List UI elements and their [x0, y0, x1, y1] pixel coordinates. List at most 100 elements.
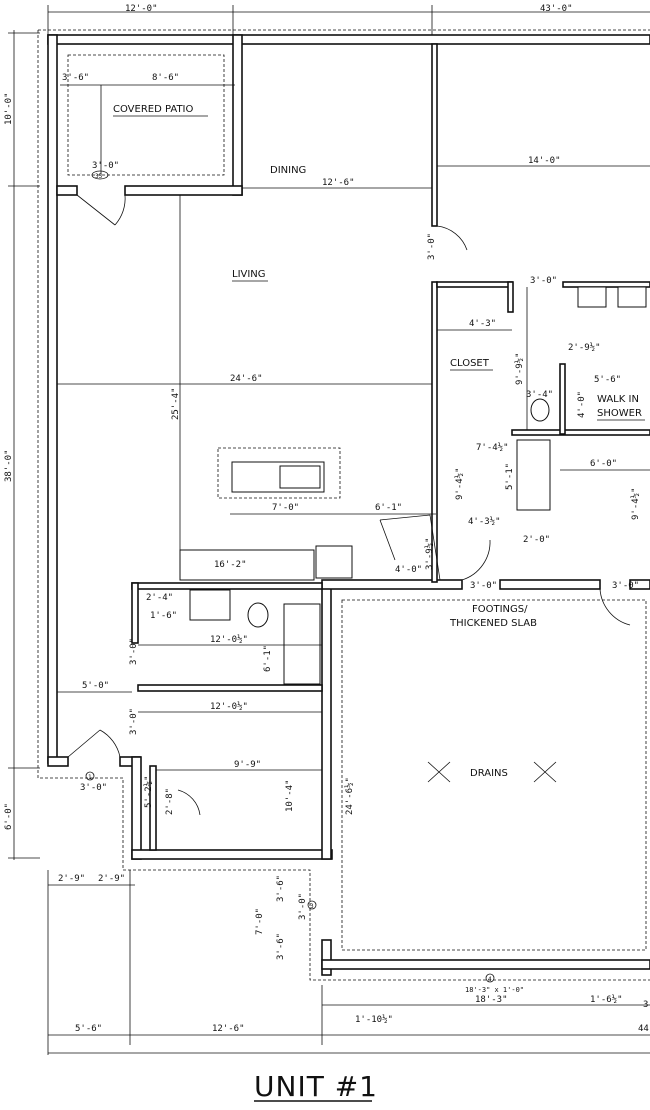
dim-bed2-h: 10'-4"	[285, 779, 295, 812]
dim-bath-a: 2'-9½"	[568, 342, 601, 353]
dim-bot-a: 2'-9"	[58, 874, 85, 884]
plan-title: UNIT #1	[254, 1070, 378, 1103]
dim-bottom-left: 5'-6"	[75, 1024, 102, 1034]
dim-left-mid: 38'-0"	[4, 449, 14, 482]
dim-bot-g: 1'-6½"	[590, 994, 623, 1005]
dim-left-bottom: 6'-0"	[4, 803, 14, 830]
dim-dining-w: 12'-6"	[322, 178, 355, 188]
dim-edge-a: 3	[643, 1000, 648, 1010]
dim-bed-w: 12'-0½"	[210, 701, 248, 712]
dim-door-bed2: 3'-0"	[80, 783, 107, 793]
patio-door-swing	[76, 194, 126, 226]
dim-right-mid-h: 9'-4½"	[630, 487, 641, 520]
patio-outline	[67, 54, 225, 176]
dim-bot-c: 3'-6"	[276, 875, 286, 902]
room-dining: DINING	[270, 165, 306, 176]
top-dimension-line	[47, 5, 650, 40]
dim-closet-w: 4'-3"	[469, 319, 496, 329]
dim-bath2-h: 6'-1"	[263, 645, 273, 672]
dim-hall-c: 5'-1"	[505, 463, 515, 490]
dim-closet2: 5'-0"	[82, 681, 109, 691]
dim-door-closet: 3'-0"	[530, 276, 557, 286]
washer	[516, 439, 551, 511]
dim-hall-e: 2'-0"	[523, 535, 550, 545]
drain-icon-2	[533, 761, 557, 783]
dim-bed2-w: 9'-9"	[234, 760, 261, 770]
dim-header: 18'-3" x 1'-0"	[465, 986, 524, 994]
dim-patio-a: 3'-6"	[62, 73, 89, 83]
garage-slab	[341, 599, 647, 951]
bed-door-swing	[67, 729, 121, 758]
island-outline	[217, 447, 341, 499]
dim-hall-f: 3'-9½"	[424, 537, 435, 570]
dim-door-bed: 3'-0"	[129, 708, 139, 735]
dim-small-a: 5'-2½"	[143, 775, 154, 808]
dim-bot-e: 7'-0"	[255, 908, 265, 935]
dim-right-mid: 6'-0"	[590, 459, 617, 469]
dim-door-right: 3'-0"	[427, 233, 437, 260]
dim-kitchen-w: 6'-1"	[375, 503, 402, 513]
pantry-door	[379, 514, 441, 581]
exterior-walls	[47, 34, 650, 976]
dim-bot-b: 2'-9"	[98, 874, 125, 884]
dim-kitchen-run: 16'-2"	[214, 560, 247, 570]
tag-4	[485, 973, 495, 983]
tag-4-label: 4	[488, 976, 492, 983]
room-footings: FOOTINGS/	[472, 604, 528, 615]
dim-top-right: 43'-0"	[540, 4, 573, 14]
dim-patio-post: 3'-0"	[92, 161, 119, 171]
dim-bath-b: 5'-6"	[594, 375, 621, 385]
dim-right-top: 14'-0"	[528, 156, 561, 166]
island-sink	[279, 465, 321, 489]
dim-bath2-w: 12'-0½"	[210, 634, 248, 645]
left-dimension-line	[8, 30, 40, 860]
dim-bot-d: 3'-6"	[276, 933, 286, 960]
dim-hall-d: 4'-3½"	[468, 516, 501, 527]
drain-icon-1	[427, 761, 451, 783]
tag-1-label: 1	[88, 774, 92, 781]
room-covered-patio: COVERED PATIO	[113, 104, 193, 115]
door-swing-hall	[461, 539, 491, 581]
bathtub	[283, 603, 321, 685]
tag-3	[307, 900, 317, 910]
room-closet: CLOSET	[450, 358, 490, 369]
bath2-toilet	[247, 602, 269, 628]
bath2-vanity	[189, 589, 231, 621]
tag-3-label: 3	[310, 903, 314, 910]
dim-hall-g: 4'-0"	[395, 565, 422, 575]
room-drains: DRAINS	[470, 768, 508, 779]
dim-edge-b: 44	[638, 1024, 649, 1034]
dim-garage-w: 18'-3"	[475, 995, 508, 1005]
tag-1	[85, 771, 95, 781]
dim-bottom-mid: 12'-6"	[212, 1024, 245, 1034]
dim-bath2-b: 1'-6"	[150, 611, 177, 621]
dim-top-left: 12'-0"	[125, 4, 158, 14]
tag-35	[91, 170, 109, 180]
door-swing-right	[436, 225, 468, 251]
room-walk-in: WALK IN	[597, 394, 639, 405]
dim-bot-f: 3'-0"	[298, 893, 308, 920]
toilet	[530, 398, 550, 422]
dim-door-garage-b: 3'-0"	[612, 581, 639, 591]
room-living: LIVING	[232, 269, 266, 280]
kitchen-counter	[179, 549, 315, 581]
dim-bath-c: 3'-4"	[526, 390, 553, 400]
dim-living-w: 24'-6"	[230, 374, 263, 384]
room-shower: SHOWER	[597, 408, 642, 419]
dim-bath2-a: 2'-4"	[146, 593, 173, 603]
dim-living-h: 25'-4"	[171, 387, 181, 420]
vanity-sink-2	[617, 286, 647, 308]
dim-small-b: 2'-8"	[165, 788, 175, 815]
dim-hall-a: 7'-4½"	[476, 442, 509, 453]
dim-patio-b: 8'-6"	[152, 73, 179, 83]
room-thickened-slab: THICKENED SLAB	[449, 618, 537, 629]
dim-island-w: 7'-0"	[272, 503, 299, 513]
garage-door-swing	[599, 588, 631, 626]
dim-closet-h: 9'-9½"	[514, 352, 525, 385]
tag-35-label: 35	[95, 173, 103, 180]
dim-left-top: 10'-0"	[4, 92, 14, 125]
closet2-door	[177, 789, 201, 816]
dim-garage-h: 24'-6½"	[344, 777, 355, 815]
range	[315, 545, 353, 579]
